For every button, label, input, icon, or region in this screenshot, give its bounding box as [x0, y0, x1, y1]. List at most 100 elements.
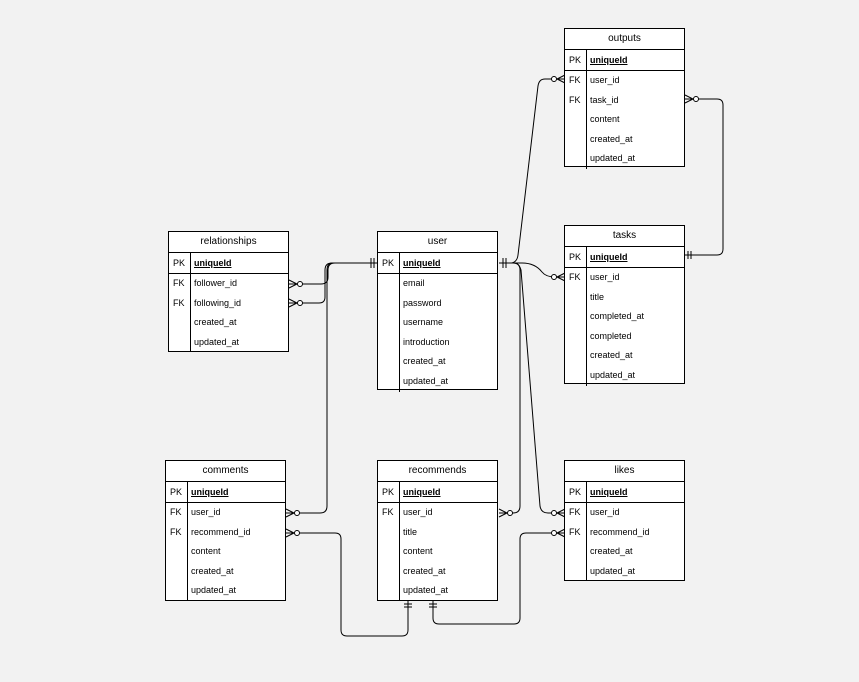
link-user-recommends	[499, 262, 521, 514]
table-title: likes	[565, 461, 684, 482]
key-label: FK	[169, 274, 191, 294]
table-title: relationships	[169, 232, 288, 253]
key-label	[565, 365, 587, 386]
field-row: password	[378, 293, 497, 314]
link-user-following	[289, 262, 378, 304]
pk-field: uniqueId	[194, 258, 232, 268]
table-title: recommends	[378, 461, 497, 482]
field-row: created_at	[565, 346, 684, 366]
key-label	[378, 581, 400, 601]
field-name: user_id	[590, 507, 620, 517]
field-name: follower_id	[194, 278, 238, 288]
key-label	[565, 149, 587, 169]
key-label	[378, 313, 400, 333]
zero-marker-tasks-user	[551, 274, 557, 280]
field-row: completed_at	[565, 307, 684, 327]
key-label	[565, 287, 587, 308]
zero-marker-follower	[297, 281, 303, 287]
field-name: updated_at	[194, 336, 240, 347]
link-recommends-comments	[286, 532, 409, 637]
field-name: content	[191, 546, 221, 557]
table-title: comments	[166, 461, 285, 482]
field-name: created_at	[590, 546, 633, 557]
key-label	[169, 332, 191, 353]
key-label	[565, 110, 587, 130]
field-row: content	[378, 542, 497, 562]
field-name: updated_at	[403, 375, 449, 386]
field-row: title	[565, 287, 684, 308]
field-name: recommend_id	[191, 526, 251, 537]
field-name: user_id	[590, 272, 620, 282]
field-name: title	[590, 291, 605, 302]
field-name: user_id	[191, 507, 221, 517]
key-label: FK	[565, 268, 587, 288]
field-row: content	[166, 542, 285, 562]
field-name: user_id	[403, 507, 433, 517]
pk-label: PK	[166, 482, 188, 502]
one-marker-user-right	[502, 258, 507, 268]
field-row: created_at	[169, 313, 288, 333]
key-label	[378, 522, 400, 543]
key-label	[166, 581, 188, 601]
pk-label: PK	[565, 50, 587, 70]
one-marker-tasks	[687, 251, 692, 259]
pk-field: uniqueId	[590, 252, 628, 262]
field-name: updated_at	[191, 585, 237, 596]
key-label	[565, 129, 587, 150]
key-label	[166, 542, 188, 562]
key-label: FK	[565, 90, 587, 111]
field-row: created_at	[166, 561, 285, 582]
field-row: updated_at	[565, 365, 684, 386]
link-user-outputs	[499, 78, 565, 264]
link-tasks-outputs	[685, 98, 724, 256]
key-label	[166, 561, 188, 582]
zero-marker-outputs-user	[551, 76, 557, 82]
field-name: email	[403, 278, 425, 288]
field-row: username	[378, 313, 497, 333]
field-name: updated_at	[403, 585, 449, 596]
field-name: completed	[590, 330, 632, 341]
key-label: FK	[166, 522, 188, 543]
link-user-comments	[286, 262, 378, 514]
zero-marker-outputs-task	[693, 96, 699, 102]
key-label	[378, 542, 400, 562]
table-title: tasks	[565, 226, 684, 247]
field-name: user_id	[590, 75, 620, 85]
zero-marker-likes-recommend	[551, 530, 557, 536]
field-row: updated_at	[378, 581, 497, 601]
field-row: updated_at	[565, 149, 684, 169]
key-label	[169, 313, 191, 333]
field-name: content	[590, 114, 620, 125]
pk-label: PK	[378, 253, 400, 273]
pk-field: uniqueId	[590, 487, 628, 497]
pk-field: uniqueId	[403, 487, 441, 497]
field-name: created_at	[403, 356, 446, 367]
link-recommends-likes	[432, 532, 565, 625]
key-label	[378, 332, 400, 353]
